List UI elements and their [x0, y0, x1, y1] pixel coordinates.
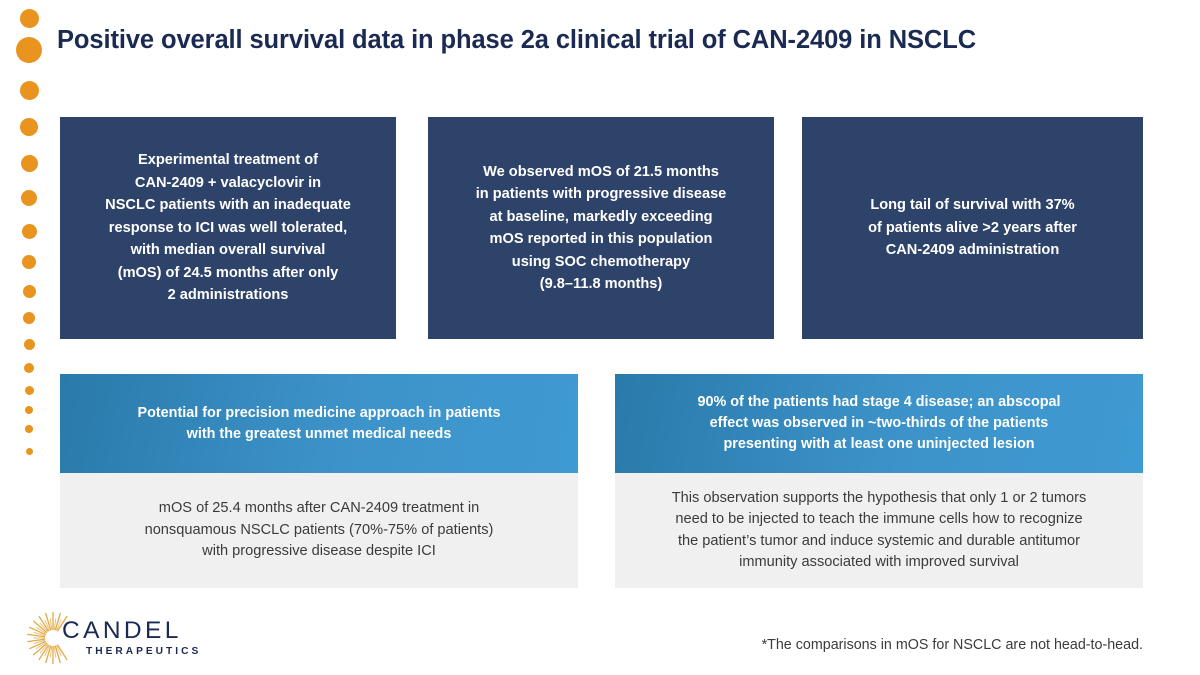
detail-card-left-header-text: Potential for precision medicine approac… — [137, 404, 501, 442]
decorative-dot — [25, 406, 33, 414]
decorative-dot — [22, 255, 36, 269]
logo-tagline: THERAPEUTICS — [86, 646, 202, 657]
logo-name: CANDEL — [62, 617, 182, 644]
decorative-dot — [21, 223, 37, 239]
detail-card-left-body: mOS of 25.4 months after CAN-2409 treatm… — [60, 473, 578, 588]
decorative-dot — [25, 447, 33, 455]
decorative-dot — [25, 425, 33, 433]
highlight-box-3: Long tail of survival with 37% of patien… — [802, 117, 1143, 339]
logo-wordmark: CANDEL THERAPEUTICS — [62, 617, 202, 659]
highlight-box-1-text: Experimental treatment of CAN-2409 + val… — [105, 152, 351, 304]
highlight-box-3-text: Long tail of survival with 37% of patien… — [868, 197, 1077, 259]
detail-card-right: 90% of the patients had stage 4 disease;… — [615, 374, 1143, 588]
highlight-box-2-text: We observed mOS of 21.5 months in patien… — [475, 163, 727, 293]
detail-card-left-body-text: mOS of 25.4 months after CAN-2409 treatm… — [144, 500, 494, 560]
decorative-dot — [24, 385, 34, 395]
detail-card-right-header: 90% of the patients had stage 4 disease;… — [615, 374, 1143, 473]
orange-dot-strip — [0, 0, 58, 675]
page-title: Positive overall survival data in phase … — [57, 26, 977, 54]
detail-card-right-body-text: This observation supports the hypothesis… — [671, 489, 1087, 571]
decorative-dot — [23, 338, 35, 350]
decorative-dot — [20, 154, 38, 172]
decorative-dot — [21, 190, 37, 206]
decorative-dot — [19, 8, 39, 28]
footnote: *The comparisons in mOS for NSCLC are no… — [761, 637, 1143, 653]
decorative-dot — [23, 312, 35, 324]
decorative-dot — [16, 37, 42, 63]
detail-card-left-header: Potential for precision medicine approac… — [60, 374, 578, 473]
detail-card-left: Potential for precision medicine approac… — [60, 374, 578, 588]
decorative-dot — [24, 363, 34, 373]
highlight-box-1: Experimental treatment of CAN-2409 + val… — [60, 117, 396, 339]
decorative-dot — [22, 284, 36, 298]
decorative-dot — [20, 118, 38, 136]
sunburst-icon — [27, 611, 68, 665]
decorative-dot — [19, 80, 39, 100]
detail-card-right-header-text: 90% of the patients had stage 4 disease;… — [697, 394, 1061, 452]
detail-card-right-body: This observation supports the hypothesis… — [615, 473, 1143, 588]
candel-therapeutics-logo: CANDEL THERAPEUTICS — [26, 609, 202, 667]
highlight-box-2: We observed mOS of 21.5 months in patien… — [428, 117, 774, 339]
